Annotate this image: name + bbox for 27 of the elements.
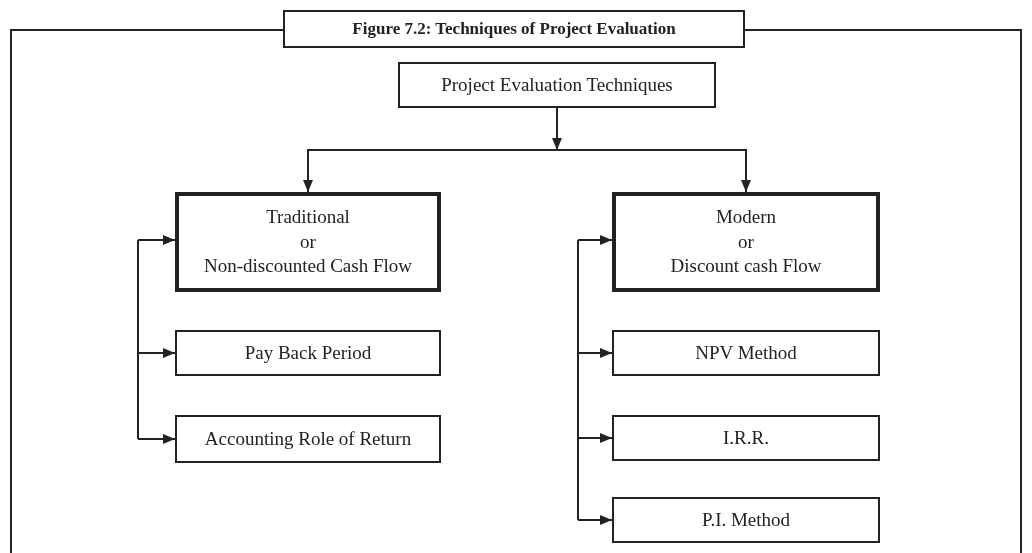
figure-title: Figure 7.2: Techniques of Project Evaluation [283, 10, 745, 48]
process-box: Accounting Role of Return [175, 415, 441, 463]
category-box [612, 192, 880, 292]
box-label: Traditional [266, 204, 350, 229]
arrow [137, 348, 176, 358]
process-box: NPV Method [612, 330, 880, 376]
bracket-line [137, 239, 139, 440]
arrow [577, 348, 613, 358]
box-label: Modern [715, 204, 777, 229]
arrow [137, 235, 176, 245]
box-label: Non-discounted Cash Flow [204, 254, 412, 279]
process-box: Pay Back Period [175, 330, 441, 376]
box-label: or [300, 229, 316, 254]
box-label: Discount cash Flow [670, 254, 822, 279]
process-box: P.I. Method [612, 497, 880, 543]
arrow [137, 434, 176, 444]
arrow [303, 149, 558, 193]
box-label: or [738, 229, 754, 254]
process-box: Project Evaluation Techniques [398, 62, 716, 108]
category-box [175, 192, 441, 292]
arrow [577, 515, 613, 525]
bracket-line [577, 239, 579, 521]
arrow [577, 235, 613, 245]
arrow [577, 433, 613, 443]
arrow [556, 149, 751, 193]
process-box: I.R.R. [612, 415, 880, 461]
arrow [552, 107, 562, 151]
